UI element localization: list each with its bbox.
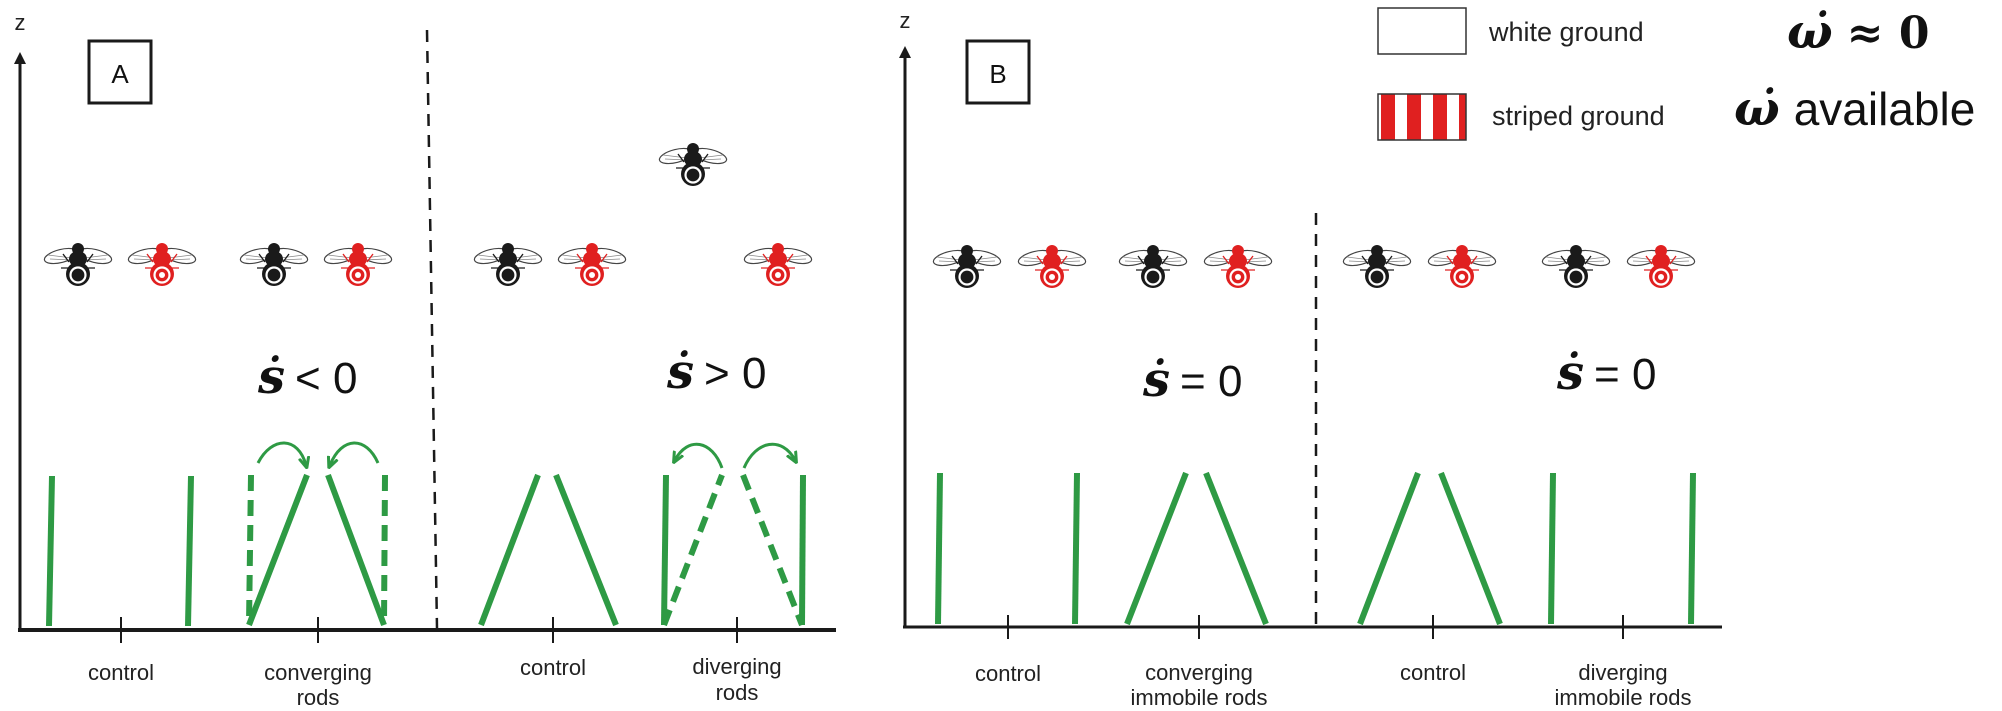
condition-variable: ṡ bbox=[1142, 352, 1170, 408]
panel-a: z A control converging rods control dive… bbox=[14, 10, 836, 710]
category-label-control: control bbox=[1400, 660, 1466, 685]
panel-b: z B control converging immobile rods con… bbox=[899, 8, 1722, 710]
fly-red-icon bbox=[1624, 243, 1698, 290]
category-label-converging: converging bbox=[264, 660, 372, 685]
category-label-immobile-rods: immobile rods bbox=[1131, 685, 1268, 710]
legend: white ground striped ground ω̇ ≈ 0 ω̇ avai… bbox=[1377, 4, 1975, 141]
motion-arrow bbox=[256, 441, 306, 465]
z-axis-label-a: z bbox=[15, 10, 26, 35]
condition-relation: = 0 bbox=[1594, 350, 1656, 399]
fly-icon bbox=[1539, 243, 1613, 290]
category-label-immobile-rods: immobile rods bbox=[1555, 685, 1692, 710]
fly-red-icon bbox=[555, 241, 629, 288]
rod bbox=[246, 473, 310, 627]
category-label-rods: rods bbox=[297, 685, 340, 710]
condition-variable: ṡ bbox=[666, 344, 694, 400]
rod bbox=[1688, 472, 1696, 625]
fly-red-icon bbox=[1201, 243, 1275, 290]
category-label-diverging: diverging bbox=[1578, 660, 1667, 685]
rod bbox=[553, 473, 619, 627]
category-label-control: control bbox=[975, 661, 1041, 686]
fly-icon bbox=[656, 141, 730, 188]
fly-icon bbox=[237, 241, 311, 288]
omega-variable: ω̇ bbox=[1734, 81, 1780, 137]
z-axis-label-b: z bbox=[900, 8, 911, 33]
motion-arrow bbox=[675, 442, 724, 469]
fly-icon bbox=[471, 241, 545, 288]
panel-label-b: B bbox=[989, 59, 1006, 89]
condition-variable: ṡ bbox=[1556, 345, 1584, 401]
rod bbox=[799, 474, 806, 626]
legend-swatch-striped bbox=[1377, 93, 1467, 141]
legend-label-striped-ground: striped ground bbox=[1492, 101, 1665, 131]
category-label-diverging: diverging bbox=[692, 654, 781, 679]
condition-relation: = 0 bbox=[1180, 357, 1242, 406]
panel-label-box-b bbox=[965, 39, 1031, 105]
condition-s-dot-b2: ṡ= 0 bbox=[1556, 345, 1656, 401]
condition-s-dot-a2: ṡ> 0 bbox=[666, 344, 766, 400]
fly-icon bbox=[1340, 243, 1414, 290]
fly-red-icon bbox=[1015, 243, 1089, 290]
fly-red-icon bbox=[1425, 243, 1499, 290]
rod bbox=[935, 472, 943, 625]
category-label-control: control bbox=[88, 660, 154, 685]
category-label-control: control bbox=[520, 655, 586, 680]
group-divider-a bbox=[425, 29, 439, 629]
rod bbox=[1124, 471, 1189, 626]
fly-red-icon bbox=[321, 241, 395, 288]
rod bbox=[1072, 472, 1080, 625]
rod bbox=[185, 475, 194, 627]
panel-label-a: A bbox=[111, 59, 129, 89]
rod-dashed bbox=[246, 474, 254, 626]
condition-variable: ṡ bbox=[257, 349, 285, 405]
omega-relation: ≈ 0 bbox=[1847, 8, 1930, 59]
omega-variable: ω̇ bbox=[1787, 4, 1833, 60]
category-label-rods: rods bbox=[716, 680, 759, 705]
condition-s-dot-b1: ṡ= 0 bbox=[1142, 352, 1242, 408]
condition-s-dot-a1: ṡ< 0 bbox=[257, 349, 357, 405]
fly-icon bbox=[41, 241, 115, 288]
panel-label-box-a bbox=[87, 39, 153, 105]
rod bbox=[661, 474, 669, 626]
rod bbox=[1438, 471, 1503, 626]
omega-condition-striped: ω̇ available bbox=[1734, 81, 1975, 137]
fly-red-icon bbox=[741, 241, 815, 288]
legend-swatch-white bbox=[1377, 7, 1467, 55]
legend-label-white-ground: white ground bbox=[1488, 17, 1644, 47]
fly-icon bbox=[930, 243, 1004, 290]
omega-condition-white: ω̇ ≈ 0 bbox=[1787, 4, 1930, 60]
condition-relation: > 0 bbox=[704, 349, 766, 398]
rod bbox=[478, 473, 541, 627]
rod bbox=[1357, 471, 1421, 626]
rod-dashed bbox=[661, 473, 725, 627]
rod bbox=[325, 473, 387, 627]
rod-dashed bbox=[740, 473, 805, 627]
omega-relation: available bbox=[1794, 83, 1976, 135]
fly-red-icon bbox=[125, 241, 199, 288]
rod bbox=[1203, 471, 1269, 626]
condition-relation: < 0 bbox=[295, 354, 357, 403]
fly-icon bbox=[1116, 243, 1190, 290]
motion-arrow bbox=[742, 442, 795, 469]
rod bbox=[46, 475, 55, 627]
rod bbox=[1548, 472, 1556, 625]
category-label-converging: converging bbox=[1145, 660, 1253, 685]
rod-dashed bbox=[381, 474, 388, 626]
motion-arrow bbox=[330, 441, 380, 465]
